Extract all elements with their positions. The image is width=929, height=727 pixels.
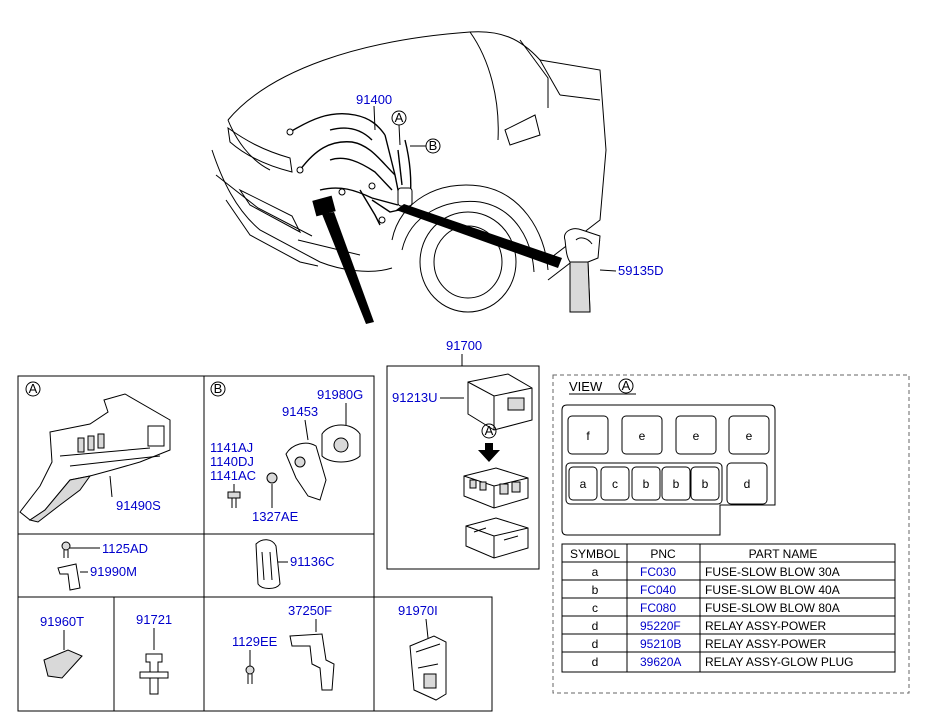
bracket-91990m-label: 91990M bbox=[90, 564, 137, 579]
svg-text:FUSE-SLOW BLOW 40A: FUSE-SLOW BLOW 40A bbox=[705, 583, 840, 597]
panel-b: B 91980G 91453 1141AJ 1140DJ 1141AC 1327… bbox=[210, 381, 363, 524]
part-1140dj-label: 1140DJ bbox=[210, 454, 254, 469]
table-row: d 95210B RELAY ASSY-POWER bbox=[592, 637, 827, 651]
slot-d: d bbox=[744, 477, 751, 491]
table-row: d 95220F RELAY ASSY-POWER bbox=[592, 619, 827, 633]
svg-text:RELAY ASSY-POWER: RELAY ASSY-POWER bbox=[705, 637, 826, 651]
svg-text:d: d bbox=[592, 655, 599, 669]
panel-a-part-label: 91490S bbox=[116, 498, 161, 513]
table-header-symbol: SYMBOL bbox=[570, 547, 620, 561]
svg-text:FC030: FC030 bbox=[640, 565, 676, 579]
svg-text:a: a bbox=[592, 565, 599, 579]
callout-a-top: A bbox=[395, 110, 404, 125]
svg-text:FUSE-SLOW BLOW 80A: FUSE-SLOW BLOW 80A bbox=[705, 601, 840, 615]
bracket-59135d: 59135D bbox=[563, 228, 664, 313]
clip-91721-label: 91721 bbox=[136, 612, 172, 627]
part-1141ac-label: 1141AC bbox=[210, 468, 256, 483]
view-a-panel: VIEW A f e e e a c b b b d bbox=[552, 374, 910, 694]
table-row: c FC080 FUSE-SLOW BLOW 80A bbox=[592, 601, 840, 615]
leader-wedge-bracket bbox=[396, 204, 562, 268]
vehicle-illustration: A B 91400 bbox=[211, 31, 607, 324]
svg-text:95210B: 95210B bbox=[640, 637, 681, 651]
svg-text:39620A: 39620A bbox=[640, 655, 681, 669]
svg-text:FC040: FC040 bbox=[640, 583, 676, 597]
slot-b-2: b bbox=[673, 477, 680, 491]
wiring-harness bbox=[286, 113, 413, 226]
fuse-box-pnc-label: 91700 bbox=[446, 338, 482, 353]
slot-e-3: e bbox=[746, 429, 753, 443]
table-header-part-name: PART NAME bbox=[749, 547, 818, 561]
svg-text:RELAY ASSY-POWER: RELAY ASSY-POWER bbox=[705, 619, 826, 633]
panel-a-callout: A bbox=[29, 381, 38, 396]
svg-text:FUSE-SLOW BLOW 30A: FUSE-SLOW BLOW 30A bbox=[705, 565, 840, 579]
clip-91136c-label: 91136C bbox=[290, 554, 335, 569]
part-1327ae-label: 1327AE bbox=[252, 509, 299, 524]
svg-text:d: d bbox=[592, 619, 599, 633]
row2-left: 1125AD 91990M bbox=[57, 541, 148, 591]
row3-bracket: 37250F 1129EE bbox=[232, 603, 335, 691]
slot-e-1: e bbox=[639, 429, 646, 443]
table-row: b FC040 FUSE-SLOW BLOW 40A bbox=[592, 583, 840, 597]
svg-text:RELAY ASSY-GLOW PLUG: RELAY ASSY-GLOW PLUG bbox=[705, 655, 854, 669]
fuse-slots-top: f e e e bbox=[567, 415, 770, 455]
parts-table: SYMBOL PNC PART NAME a FC030 FUSE-SLOW B… bbox=[561, 543, 896, 673]
slot-e-2: e bbox=[693, 429, 700, 443]
row2-right: 91136C bbox=[255, 539, 335, 589]
slot-c: c bbox=[612, 477, 618, 491]
part-91453-label: 91453 bbox=[282, 404, 318, 419]
view-callout: A bbox=[622, 378, 631, 393]
slot-a: a bbox=[580, 477, 587, 491]
table-header-pnc: PNC bbox=[650, 547, 676, 561]
svg-text:b: b bbox=[592, 583, 599, 597]
svg-text:95220F: 95220F bbox=[640, 619, 681, 633]
down-arrow-icon bbox=[478, 443, 500, 462]
fuse-box-callout-a: A bbox=[485, 423, 494, 438]
bolt-1125ad-label: 1125AD bbox=[102, 541, 148, 556]
fuse-box-location-marker bbox=[312, 195, 336, 217]
table-row: a FC030 FUSE-SLOW BLOW 30A bbox=[592, 565, 840, 579]
panel-a: A 91490S bbox=[19, 381, 171, 523]
view-title: VIEW bbox=[569, 379, 603, 394]
svg-text:c: c bbox=[592, 601, 598, 615]
svg-text:d: d bbox=[592, 637, 599, 651]
row3-holder: 91970I bbox=[398, 603, 447, 701]
bracket-pnc-label: 59135D bbox=[618, 263, 664, 278]
part-1141aj-label: 1141AJ bbox=[210, 440, 253, 455]
row3-protector: 91960T bbox=[40, 614, 84, 679]
slot-b-3: b bbox=[702, 477, 709, 491]
panel-b-callout: B bbox=[214, 381, 223, 396]
table-row: d 39620A RELAY ASSY-GLOW PLUG bbox=[592, 655, 854, 669]
slot-f: f bbox=[586, 429, 590, 443]
holder-91970i-label: 91970I bbox=[398, 603, 438, 618]
callout-b-top: B bbox=[429, 138, 438, 153]
bolt-1129ee-label: 1129EE bbox=[232, 634, 278, 649]
protector-91960t-label: 91960T bbox=[40, 614, 84, 629]
leader-wedge-fusebox bbox=[322, 212, 374, 324]
fuse-box-assembly: 91700 91213U A bbox=[386, 338, 540, 570]
part-91980g-label: 91980G bbox=[317, 387, 363, 402]
row3-clip: 91721 bbox=[136, 612, 172, 695]
panel-grid bbox=[17, 375, 493, 712]
slot-b-1: b bbox=[643, 477, 650, 491]
fuse-box-cover-label: 91213U bbox=[392, 390, 438, 405]
svg-text:FC080: FC080 bbox=[640, 601, 676, 615]
bracket-37250f-label: 37250F bbox=[288, 603, 332, 618]
harness-pnc-label: 91400 bbox=[356, 92, 392, 107]
fuse-slots-bottom: a c b b b d bbox=[565, 462, 768, 505]
